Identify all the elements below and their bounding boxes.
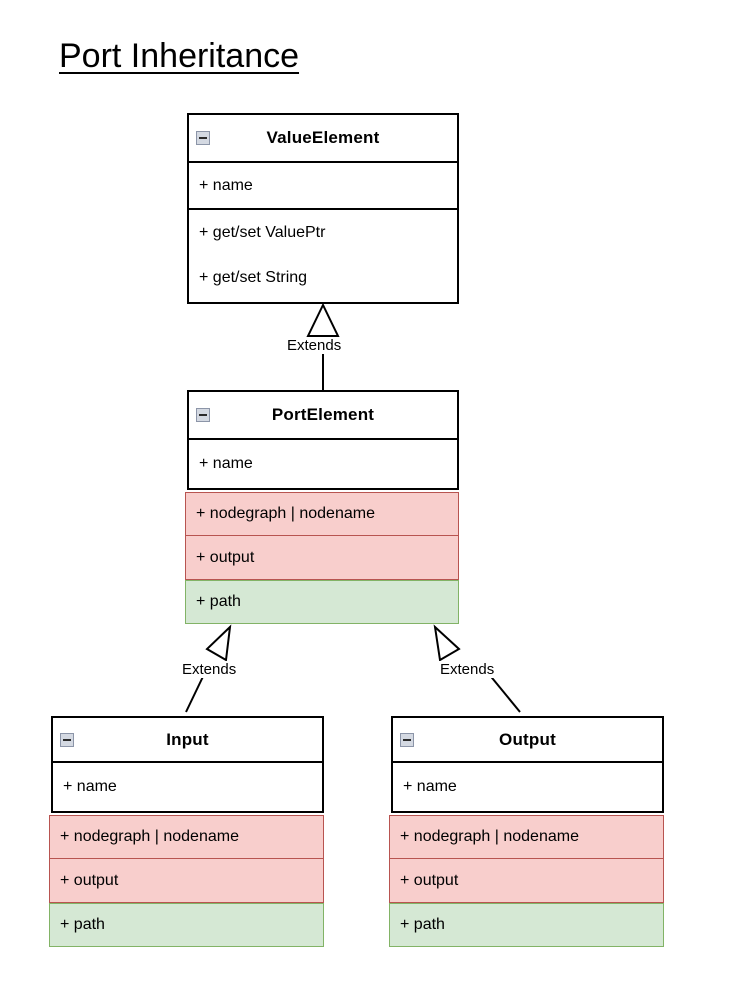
- highlighted-rows-input: + nodegraph | nodename + output + path: [49, 815, 324, 947]
- attribute-row: + name: [189, 440, 457, 488]
- class-name-portelement: PortElement: [271, 405, 375, 424]
- highlighted-row: + output: [389, 859, 664, 903]
- attribute-row: + name: [393, 763, 662, 811]
- class-box-valueelement[interactable]: ValueElement + name + get/set ValuePtr +…: [187, 113, 459, 304]
- class-name-input: Input: [166, 729, 209, 749]
- class-name-output: Output: [499, 729, 556, 749]
- highlighted-rows-portelement: + nodegraph | nodename + output + path: [185, 492, 459, 624]
- collapse-icon[interactable]: [196, 131, 210, 145]
- class-frame-input: Input + name: [51, 716, 324, 813]
- edge-label-extends-output: Extends: [438, 661, 497, 678]
- class-header-portelement: PortElement: [189, 392, 457, 440]
- class-frame-portelement: PortElement + name: [187, 390, 459, 490]
- class-header-output: Output: [393, 718, 662, 763]
- highlighted-row: + nodegraph | nodename: [389, 815, 664, 859]
- collapse-icon[interactable]: [400, 732, 414, 747]
- page-title: Port Inheritance: [59, 37, 300, 75]
- class-frame-output: Output + name: [391, 716, 664, 813]
- class-box-output[interactable]: Output + name + nodegraph | nodename + o…: [389, 716, 664, 947]
- highlighted-row: + nodegraph | nodename: [185, 492, 459, 536]
- highlighted-row: + path: [185, 580, 459, 624]
- highlighted-row: + nodegraph | nodename: [49, 815, 324, 859]
- highlighted-row: + output: [185, 536, 459, 580]
- highlighted-row: + path: [389, 903, 664, 947]
- edge-label-extends-valueelement: Extends: [285, 337, 344, 354]
- collapse-icon[interactable]: [60, 732, 74, 747]
- inheritance-triangle-portelement-left: [205, 624, 232, 662]
- collapse-icon[interactable]: [196, 408, 210, 422]
- class-box-portelement[interactable]: PortElement + name + nodegraph | nodenam…: [185, 390, 459, 624]
- class-name-valueelement: ValueElement: [266, 128, 380, 147]
- highlighted-rows-output: + nodegraph | nodename + output + path: [389, 815, 664, 947]
- attribute-row: + name: [189, 163, 457, 210]
- class-frame-valueelement: ValueElement + name + get/set ValuePtr +…: [187, 113, 459, 304]
- class-box-input[interactable]: Input + name + nodegraph | nodename + ou…: [49, 716, 324, 947]
- highlighted-row: + output: [49, 859, 324, 903]
- highlighted-row: + path: [49, 903, 324, 947]
- method-row: + get/set ValuePtr: [189, 210, 457, 255]
- class-header-valueelement: ValueElement: [189, 115, 457, 163]
- attribute-row: + name: [53, 763, 322, 811]
- edge-label-extends-input: Extends: [180, 661, 239, 678]
- class-header-input: Input: [53, 718, 322, 763]
- method-row: + get/set String: [189, 255, 457, 300]
- inheritance-triangle-valueelement: [306, 302, 340, 337]
- inheritance-triangle-portelement-right: [433, 624, 461, 662]
